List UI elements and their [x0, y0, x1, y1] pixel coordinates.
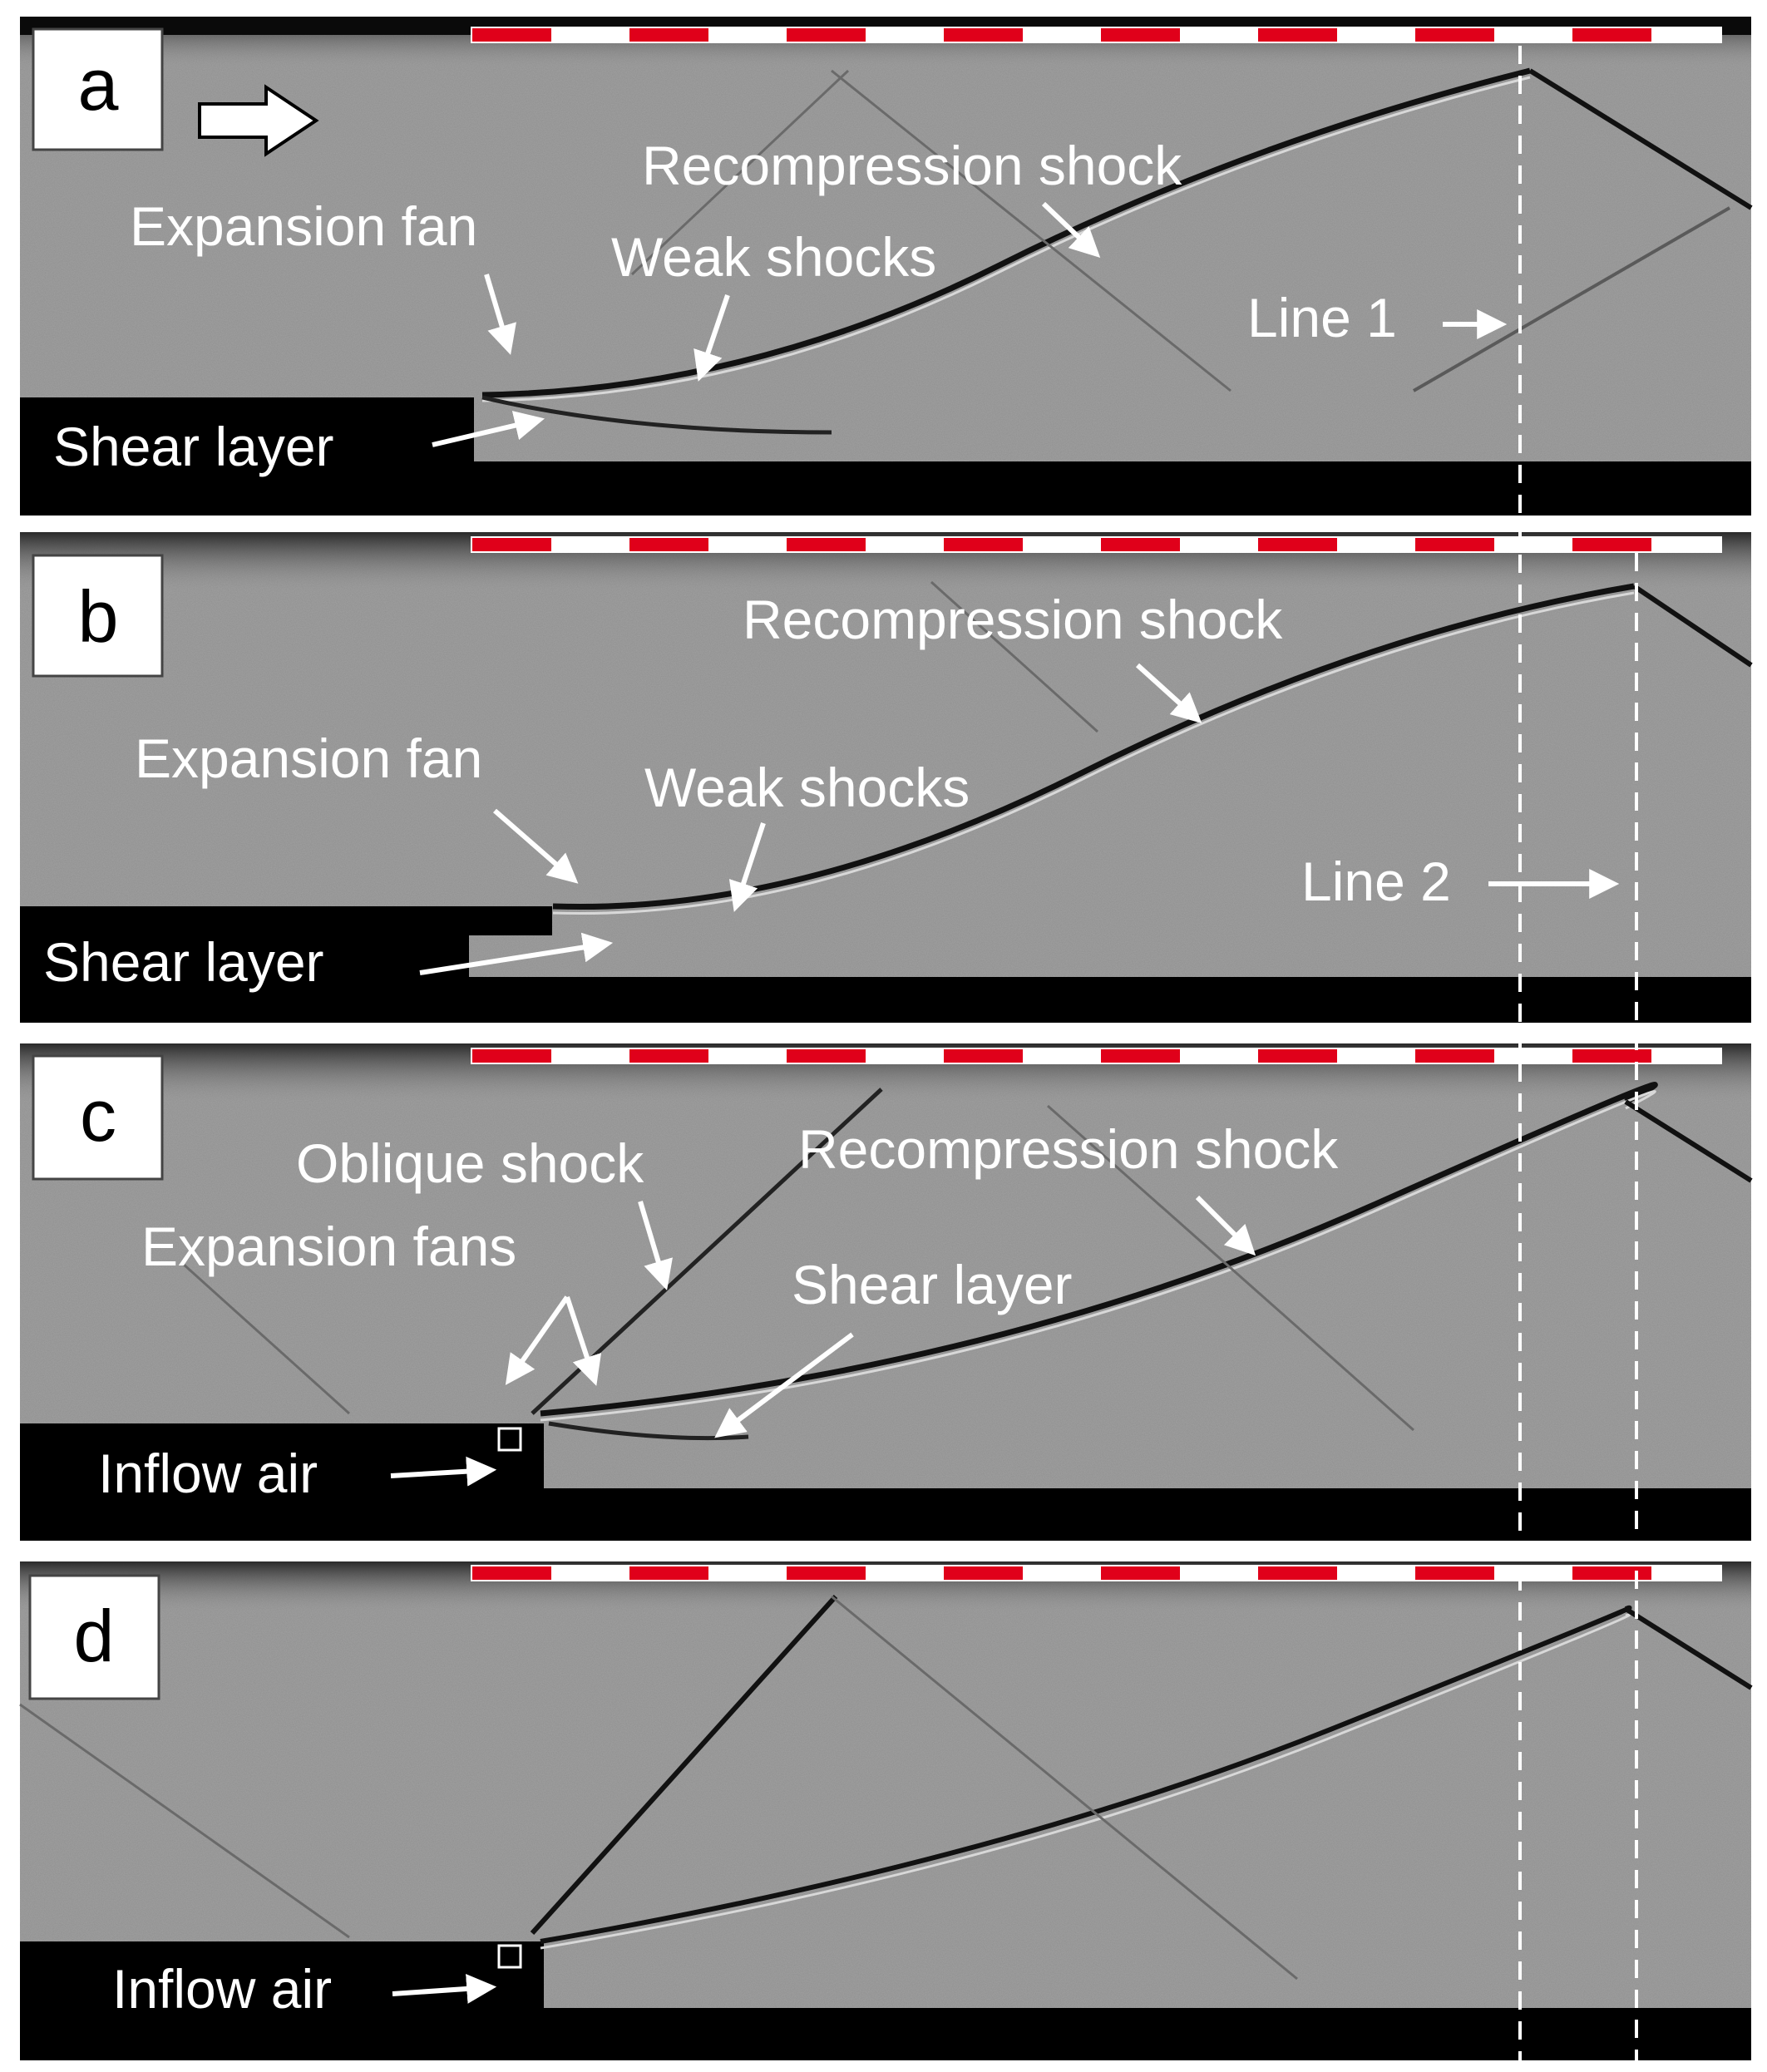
annotation-recompression-shock: Recompression shock [642, 135, 1182, 196]
annotation-expansion-fan: Expansion fan [135, 728, 482, 789]
annotation-arrow-icon [484, 274, 516, 355]
panel-label-box [32, 27, 164, 151]
annotation-arrow-icon [432, 411, 545, 447]
panel-label: b [78, 575, 119, 658]
injector-marker-icon [497, 1427, 522, 1452]
annotation-recompression-shock: Recompression shock [798, 1118, 1339, 1180]
annotation-recompression-shock: Recompression shock [743, 589, 1283, 650]
scale-bar [471, 1048, 1722, 1064]
panel-label-box [28, 1574, 160, 1700]
annotation-arrow-icon [714, 1332, 854, 1438]
annotation-arrow-icon [1135, 663, 1202, 723]
annotation-weak-shocks: Weak shocks [644, 757, 970, 818]
scale-bar [471, 536, 1722, 553]
scale-bar [471, 1565, 1722, 1581]
annotation-weak-shocks: Weak shocks [611, 226, 936, 288]
panel-label: a [78, 43, 119, 126]
panel-c: c Oblique shock Recompression shock Expa… [20, 1043, 1753, 1541]
panel-label-box [32, 1054, 164, 1181]
annotation-oblique-shock: Oblique shock [296, 1132, 644, 1194]
scale-bar [471, 27, 1722, 43]
step-block [20, 397, 474, 516]
annotation-arrow-icon [419, 932, 614, 975]
annotation-line-2: Line 2 [1301, 851, 1451, 912]
annotation-arrow-icon [390, 1456, 497, 1487]
reference-lines [1518, 46, 1638, 2062]
annotation-arrow-icon [1041, 201, 1101, 258]
annotation-expansion-fan: Expansion fan [130, 195, 477, 257]
panel-label: c [80, 1074, 116, 1157]
annotation-inflow-air: Inflow air [98, 1443, 318, 1504]
annotation-arrow-icon [638, 1201, 673, 1290]
annotation-shear-layer: Shear layer [43, 931, 324, 993]
injector-block [20, 1941, 544, 2060]
annotation-shear-layer: Shear layer [53, 416, 334, 477]
panel-label: d [74, 1595, 115, 1677]
annotation-arrow-icon [728, 822, 766, 912]
annotation-arrow-icon [693, 294, 730, 382]
annotation-line-1: Line 1 [1247, 287, 1397, 348]
panel-d: d Inflow air [19, 1561, 1753, 2060]
step-block [20, 906, 552, 935]
annotation-arrow-icon [392, 1973, 497, 2004]
flow-direction-arrow-icon [198, 84, 319, 157]
panel-a: a Recompression shock Expansion fan Weak… [20, 17, 1753, 516]
panel-label-box [32, 554, 164, 678]
injector-block [20, 1423, 544, 1541]
annotation-inflow-air: Inflow air [112, 1958, 332, 2020]
annotation-expansion-fans: Expansion fans [141, 1216, 516, 1277]
annotation-arrow-icon [493, 808, 579, 884]
annotation-arrow-icon [505, 1295, 570, 1385]
annotation-shear-layer: Shear layer [792, 1254, 1073, 1315]
injector-marker-icon [497, 1944, 522, 1969]
annotation-arrow-icon [565, 1296, 602, 1386]
annotation-arrow-icon [1195, 1195, 1256, 1256]
panel-b: b Recompression shock Expansion fan Weak… [20, 532, 1753, 1023]
